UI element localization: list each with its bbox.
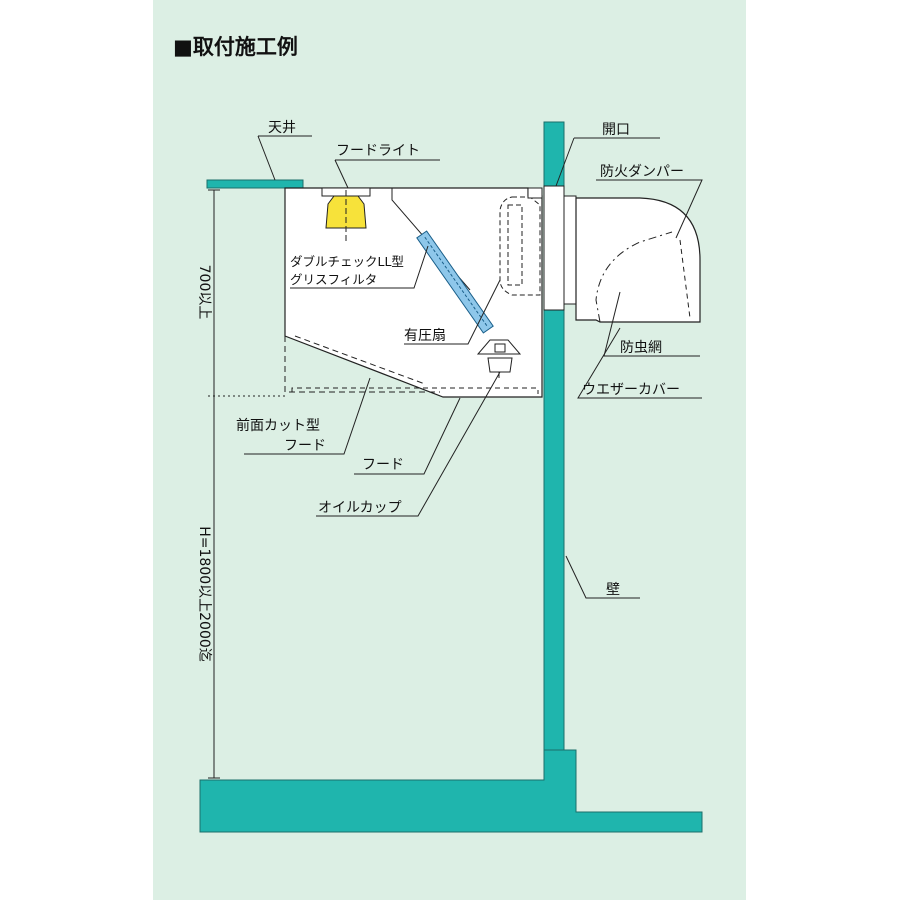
label-front-cut-line1: 前面カット型 <box>236 417 320 434</box>
leader-fan <box>404 279 501 345</box>
label-filter-line1: ダブルチェックLL型 <box>290 254 404 269</box>
leader-ceiling <box>257 135 276 181</box>
leader-wall <box>565 555 640 599</box>
front-cut-hood-outline <box>284 336 440 393</box>
oil-drain-funnel <box>476 339 522 378</box>
label-ceiling: 天井 <box>268 120 296 136</box>
damper-flange <box>563 195 577 305</box>
label-hood: フード <box>362 457 404 473</box>
front-cut-hood-inner <box>294 335 426 385</box>
label-hood-light: フードライト <box>336 143 420 159</box>
dimension-mount-height: H=1800以上2000迄 <box>196 526 212 662</box>
label-opening: 開口 <box>602 122 630 138</box>
leader-fire-damper <box>596 179 703 239</box>
label-filter-line2: グリスフィルタ <box>290 272 377 287</box>
leader-grease-filter <box>290 245 429 289</box>
weather-cover <box>575 197 701 323</box>
ceiling-slab <box>206 179 304 189</box>
label-fire-damper: 防火ダンパー <box>600 164 684 180</box>
floor <box>199 749 703 833</box>
leader-hood <box>354 397 461 475</box>
weather-cover-dashed <box>679 239 691 319</box>
fan-bracket <box>527 187 543 199</box>
leader-oil-cup <box>316 371 501 517</box>
leader-weather-cover <box>577 327 702 399</box>
label-insect-net: 防虫網 <box>620 340 662 356</box>
label-wall: 壁 <box>606 582 620 598</box>
leader-hood-light <box>334 159 349 189</box>
wall-opening <box>543 185 565 311</box>
label-fan: 有圧扇 <box>404 328 446 344</box>
page-title: ■取付施工例 <box>173 35 298 59</box>
label-front-cut-line2: フード <box>284 438 326 454</box>
dimension-hood-height: 700以上 <box>196 265 212 320</box>
oil-cup-outline <box>291 387 539 394</box>
leader-insect-net <box>603 291 700 357</box>
leader-front-cut-hood <box>244 377 371 455</box>
leader-opening <box>555 137 575 187</box>
diagram-panel <box>153 0 746 900</box>
label-oil-cup: オイルカップ <box>318 500 402 516</box>
label-weather-cover: ウエザーカバー <box>582 382 680 398</box>
pressure-fan-housing <box>499 196 541 296</box>
grease-filter <box>416 230 494 334</box>
pressure-fan-motor <box>507 204 523 286</box>
insect-net-outline <box>595 231 673 323</box>
